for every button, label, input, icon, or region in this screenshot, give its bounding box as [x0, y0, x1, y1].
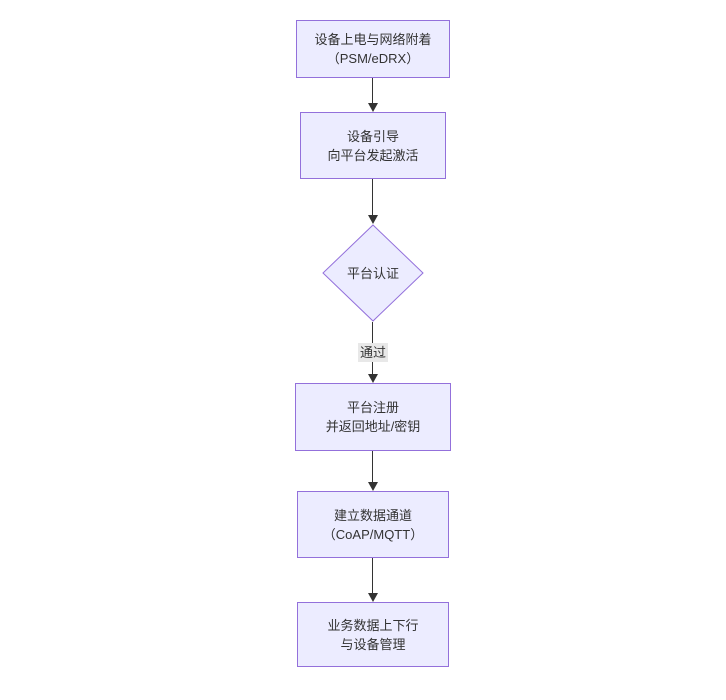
node-label-line: 并返回地址/密钥 — [325, 419, 421, 434]
decision-platform-auth: 平台认证 — [322, 224, 424, 322]
node-label-line: （PSM/eDRX） — [326, 51, 420, 66]
edge-line — [372, 558, 373, 594]
diamond-shape — [322, 224, 424, 322]
node-platform-register: 平台注册 并返回地址/密钥 — [295, 383, 451, 451]
arrowhead-icon — [368, 215, 378, 224]
edge-line — [372, 78, 373, 104]
arrowhead-icon — [368, 593, 378, 602]
arrowhead-icon — [368, 374, 378, 383]
node-device-bootstrap: 设备引导 向平台发起激活 — [300, 112, 446, 179]
node-label-line: 平台注册 — [346, 400, 399, 415]
node-label-line: 与设备管理 — [340, 636, 406, 652]
edge-line — [372, 179, 373, 216]
node-business-data-management: 业务数据上下行 与设备管理 — [297, 602, 449, 667]
edge-label-pass: 通过 — [357, 343, 389, 362]
node-label-line: 建立数据通道 — [333, 507, 412, 523]
node-label-line: （CoAP/MQTT） — [322, 526, 424, 542]
node-label-line: 向平台发起激活 — [327, 147, 419, 163]
node-label-line: 业务数据上下行 — [327, 617, 419, 633]
arrowhead-icon — [368, 103, 378, 112]
arrowhead-icon — [368, 482, 378, 491]
node-label-line: 设备上电与网络附着 — [314, 32, 432, 47]
edge-line — [372, 451, 373, 483]
node-data-channel: 建立数据通道 （CoAP/MQTT） — [297, 491, 449, 558]
node-power-network-attach: 设备上电与网络附着 （PSM/eDRX） — [296, 20, 450, 78]
node-label-line: 平台认证 — [346, 265, 399, 281]
node-label-line: 设备引导 — [346, 128, 399, 144]
